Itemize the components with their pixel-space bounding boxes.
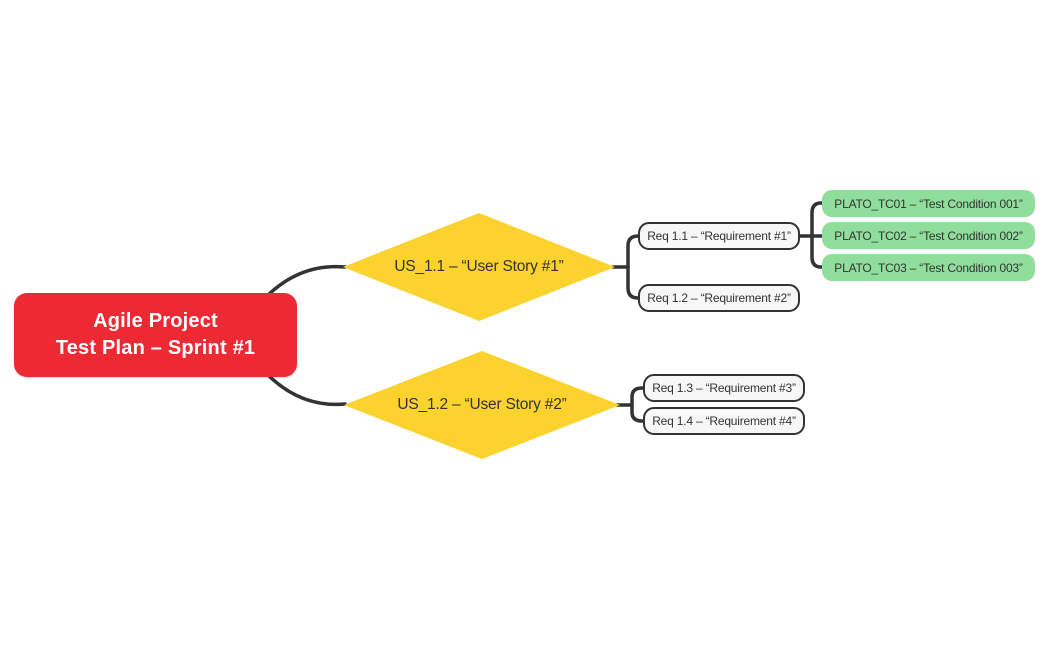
requirement-1-1-node[interactable]: Req 1.1 – “Requirement #1”	[638, 222, 800, 250]
requirement-1-2-label: Req 1.2 – “Requirement #2”	[647, 291, 791, 305]
requirement-1-3-node[interactable]: Req 1.3 – “Requirement #3”	[643, 374, 805, 402]
root-title-line1: Agile Project	[93, 310, 218, 332]
connector-req11-testconditions-bracket	[810, 201, 825, 269]
requirement-1-2-node[interactable]: Req 1.2 – “Requirement #2”	[638, 284, 800, 312]
user-story-2-label: US_1.2 – “User Story #2”	[397, 396, 567, 413]
test-condition-003-node[interactable]: PLATO_TC03 – “Test Condition 003”	[822, 254, 1035, 281]
connector-root-story1	[265, 264, 347, 298]
test-condition-001-node[interactable]: PLATO_TC01 – “Test Condition 001”	[822, 190, 1035, 217]
test-condition-002-label: PLATO_TC02 – “Test Condition 002”	[834, 228, 1023, 243]
test-condition-001-label: PLATO_TC01 – “Test Condition 001”	[834, 196, 1023, 211]
root-node-test-plan[interactable]: Agile Project Test Plan – Sprint #1	[14, 293, 297, 377]
root-title-line2: Test Plan – Sprint #1	[55, 337, 256, 359]
requirement-1-4-node[interactable]: Req 1.4 – “Requirement #4”	[643, 407, 805, 435]
test-condition-003-label: PLATO_TC03 – “Test Condition 003”	[834, 260, 1023, 275]
requirement-1-1-label: Req 1.1 – “Requirement #1”	[647, 229, 791, 243]
connector-root-story2	[265, 372, 347, 407]
requirement-1-3-label: Req 1.3 – “Requirement #3”	[652, 381, 796, 395]
test-condition-002-node[interactable]: PLATO_TC02 – “Test Condition 002”	[822, 222, 1035, 249]
user-story-1-label: US_1.1 – “User Story #1”	[394, 258, 564, 275]
connector-story2-requirements-bracket	[630, 386, 649, 423]
requirement-1-4-label: Req 1.4 – “Requirement #4”	[652, 414, 796, 428]
connector-story1-requirements-bracket	[626, 234, 644, 300]
